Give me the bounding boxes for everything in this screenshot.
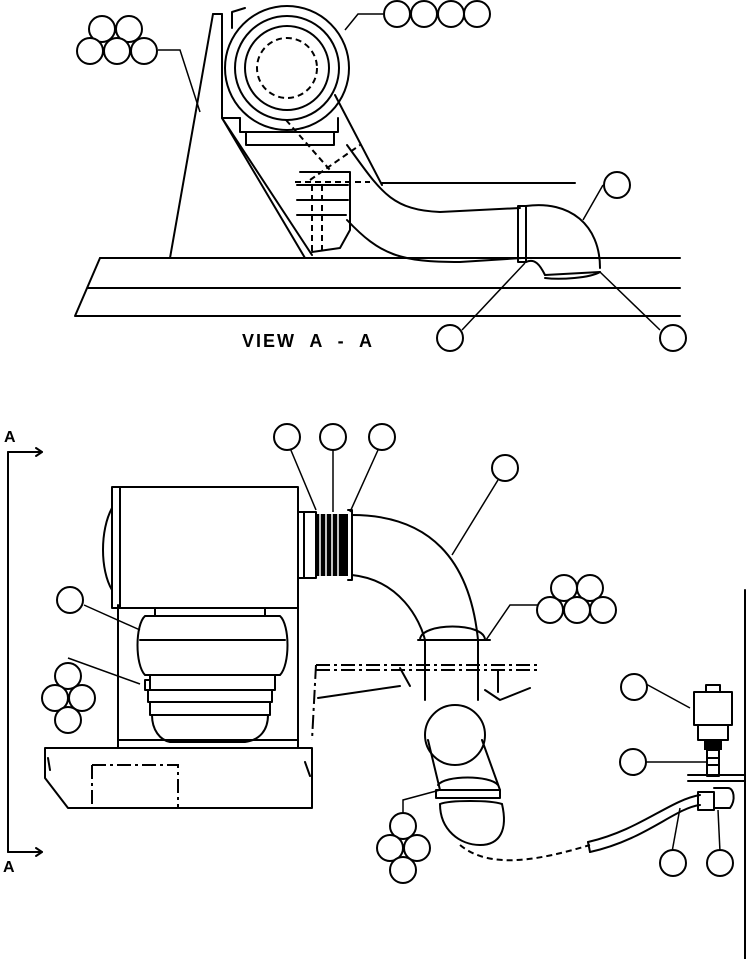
callout-bubble [563,596,591,624]
callout-bubble [619,748,647,776]
leader-lines-bottom [67,447,721,853]
callout-bubble [76,37,104,65]
callout-bubble [491,454,519,482]
callout-bubble [403,834,431,862]
callout-bubble [620,673,648,701]
callout-bubble [659,324,687,352]
callout-bubble [576,574,604,602]
section-line-a-a [7,447,43,857]
callout-bubble [659,849,687,877]
callout-bubble [54,662,82,690]
callout-bubbles-top [76,0,687,352]
callout-bubble [603,171,631,199]
callout-bubble [436,324,464,352]
leader-lines-top [158,13,661,331]
callout-bubble [273,423,301,451]
callout-bubble [68,684,96,712]
callout-bubble [319,423,347,451]
callout-bubble [463,0,491,28]
section-marker-top: A [4,429,16,446]
callout-bubble [383,0,411,28]
callout-bubble [437,0,465,28]
callout-bubble [368,423,396,451]
callout-bubble [410,0,438,28]
callout-bubble [130,37,158,65]
callout-bubble [115,15,143,43]
view-a-a-drawing [74,5,681,317]
callout-bubble [103,37,131,65]
callout-bubble [56,586,84,614]
callout-bubble [589,596,617,624]
callout-bubble [54,706,82,734]
section-marker-bottom: A [3,859,15,876]
assembly-side-view [44,486,746,959]
callout-bubble [389,856,417,884]
callout-bubbles-bottom [41,423,734,884]
view-title: VIEW A - A [242,331,374,351]
callout-bubble [706,849,734,877]
callout-bubble [389,812,417,840]
callout-bubble [536,596,564,624]
